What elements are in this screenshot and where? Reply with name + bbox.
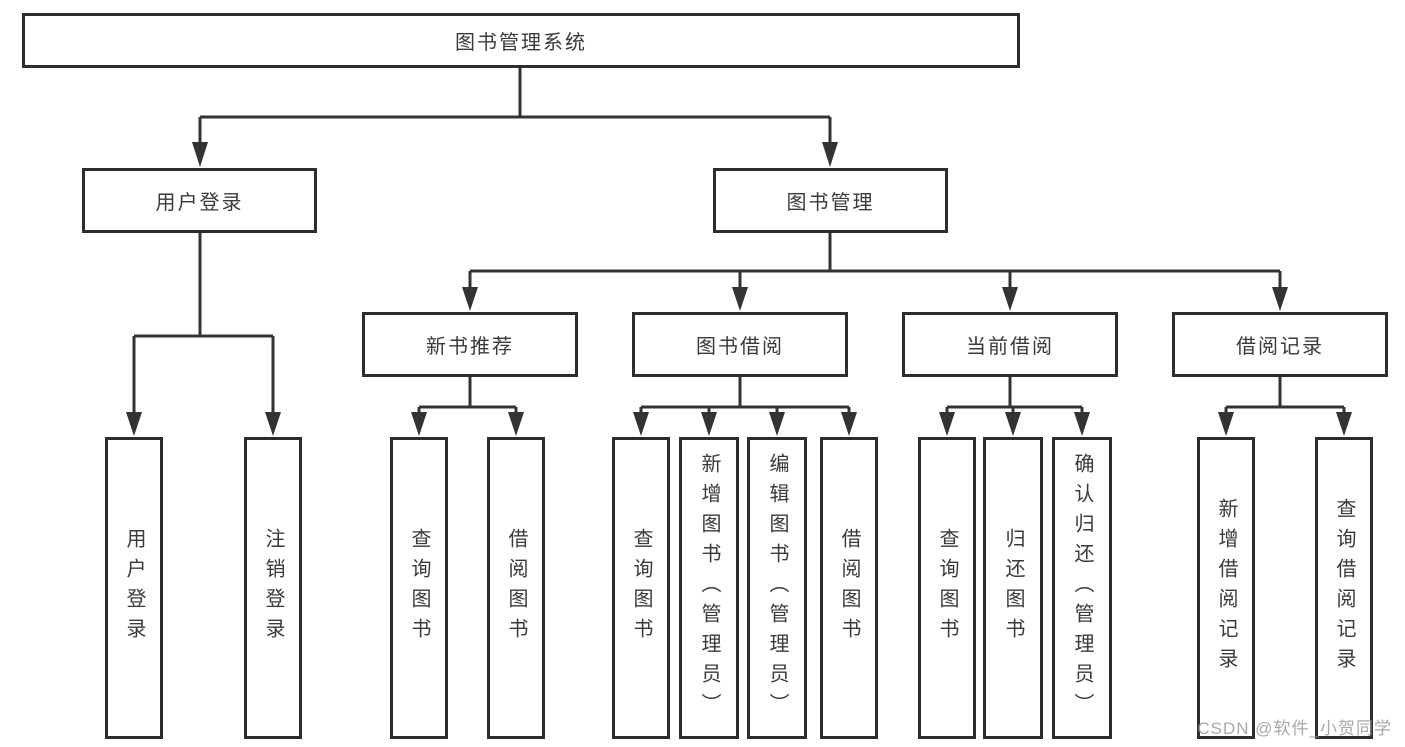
leaf-query-borrow-record: 查询借阅记录 — [1315, 437, 1373, 739]
node-label: 查询图书 — [936, 528, 958, 648]
node-label: 新增借阅记录 — [1215, 498, 1237, 678]
leaf-borrow-books-recommend: 借阅图书 — [487, 437, 545, 739]
leaf-query-books-borrow: 查询图书 — [612, 437, 670, 739]
connector-root-to-level2 — [192, 68, 838, 167]
node-label: 查询图书 — [630, 528, 652, 648]
node-label: 借阅图书 — [505, 528, 527, 648]
node-label: 当前借阅 — [966, 336, 1054, 358]
leaf-query-books-recommend: 查询图书 — [390, 437, 448, 739]
leaf-query-books-current: 查询图书 — [918, 437, 976, 739]
connector-book-borrow-children — [633, 377, 857, 436]
node-label: 确认归还（管理员） — [1071, 453, 1093, 723]
node-label: 用户登录 — [123, 528, 145, 648]
node-new-book-recommend: 新书推荐 — [362, 312, 578, 377]
leaf-confirm-return-admin: 确认归还（管理员） — [1052, 437, 1112, 739]
connector-book-management-children — [462, 233, 1288, 311]
node-label: 图书管理系统 — [455, 32, 587, 54]
node-label: 图书借阅 — [696, 336, 784, 358]
node-borrow-records: 借阅记录 — [1172, 312, 1388, 377]
node-label: 用户登录 — [155, 192, 244, 214]
watermark: CSDN @软件_小贺同学 — [1197, 719, 1392, 738]
connector-current-borrow-children — [939, 377, 1090, 436]
connector-new-book-children — [411, 377, 524, 436]
leaf-edit-book-admin: 编辑图书（管理员） — [747, 437, 807, 739]
node-label: 查询借阅记录 — [1333, 498, 1355, 678]
node-book-borrow: 图书借阅 — [632, 312, 848, 377]
node-current-borrow: 当前借阅 — [902, 312, 1118, 377]
node-label: 新增图书（管理员） — [698, 453, 720, 723]
node-label: 查询图书 — [408, 528, 430, 648]
leaf-logout: 注销登录 — [244, 437, 302, 739]
connector-borrow-records-children — [1218, 377, 1352, 436]
leaf-user-login: 用户登录 — [105, 437, 163, 739]
node-label: 编辑图书（管理员） — [766, 453, 788, 723]
connector-user-login-children — [126, 233, 281, 436]
node-label: 归还图书 — [1002, 528, 1024, 648]
node-user-login: 用户登录 — [82, 168, 317, 233]
leaf-return-book: 归还图书 — [983, 437, 1043, 739]
node-label: 新书推荐 — [426, 336, 514, 358]
node-book-management: 图书管理 — [713, 168, 948, 233]
leaf-add-book-admin: 新增图书（管理员） — [679, 437, 739, 739]
node-library-management-system: 图书管理系统 — [22, 13, 1020, 68]
leaf-add-borrow-record: 新增借阅记录 — [1197, 437, 1255, 739]
node-label: 借阅图书 — [838, 528, 860, 648]
leaf-borrow-book: 借阅图书 — [820, 437, 878, 739]
node-label: 注销登录 — [262, 528, 284, 648]
node-label: 图书管理 — [786, 192, 875, 214]
node-label: 借阅记录 — [1236, 336, 1324, 358]
